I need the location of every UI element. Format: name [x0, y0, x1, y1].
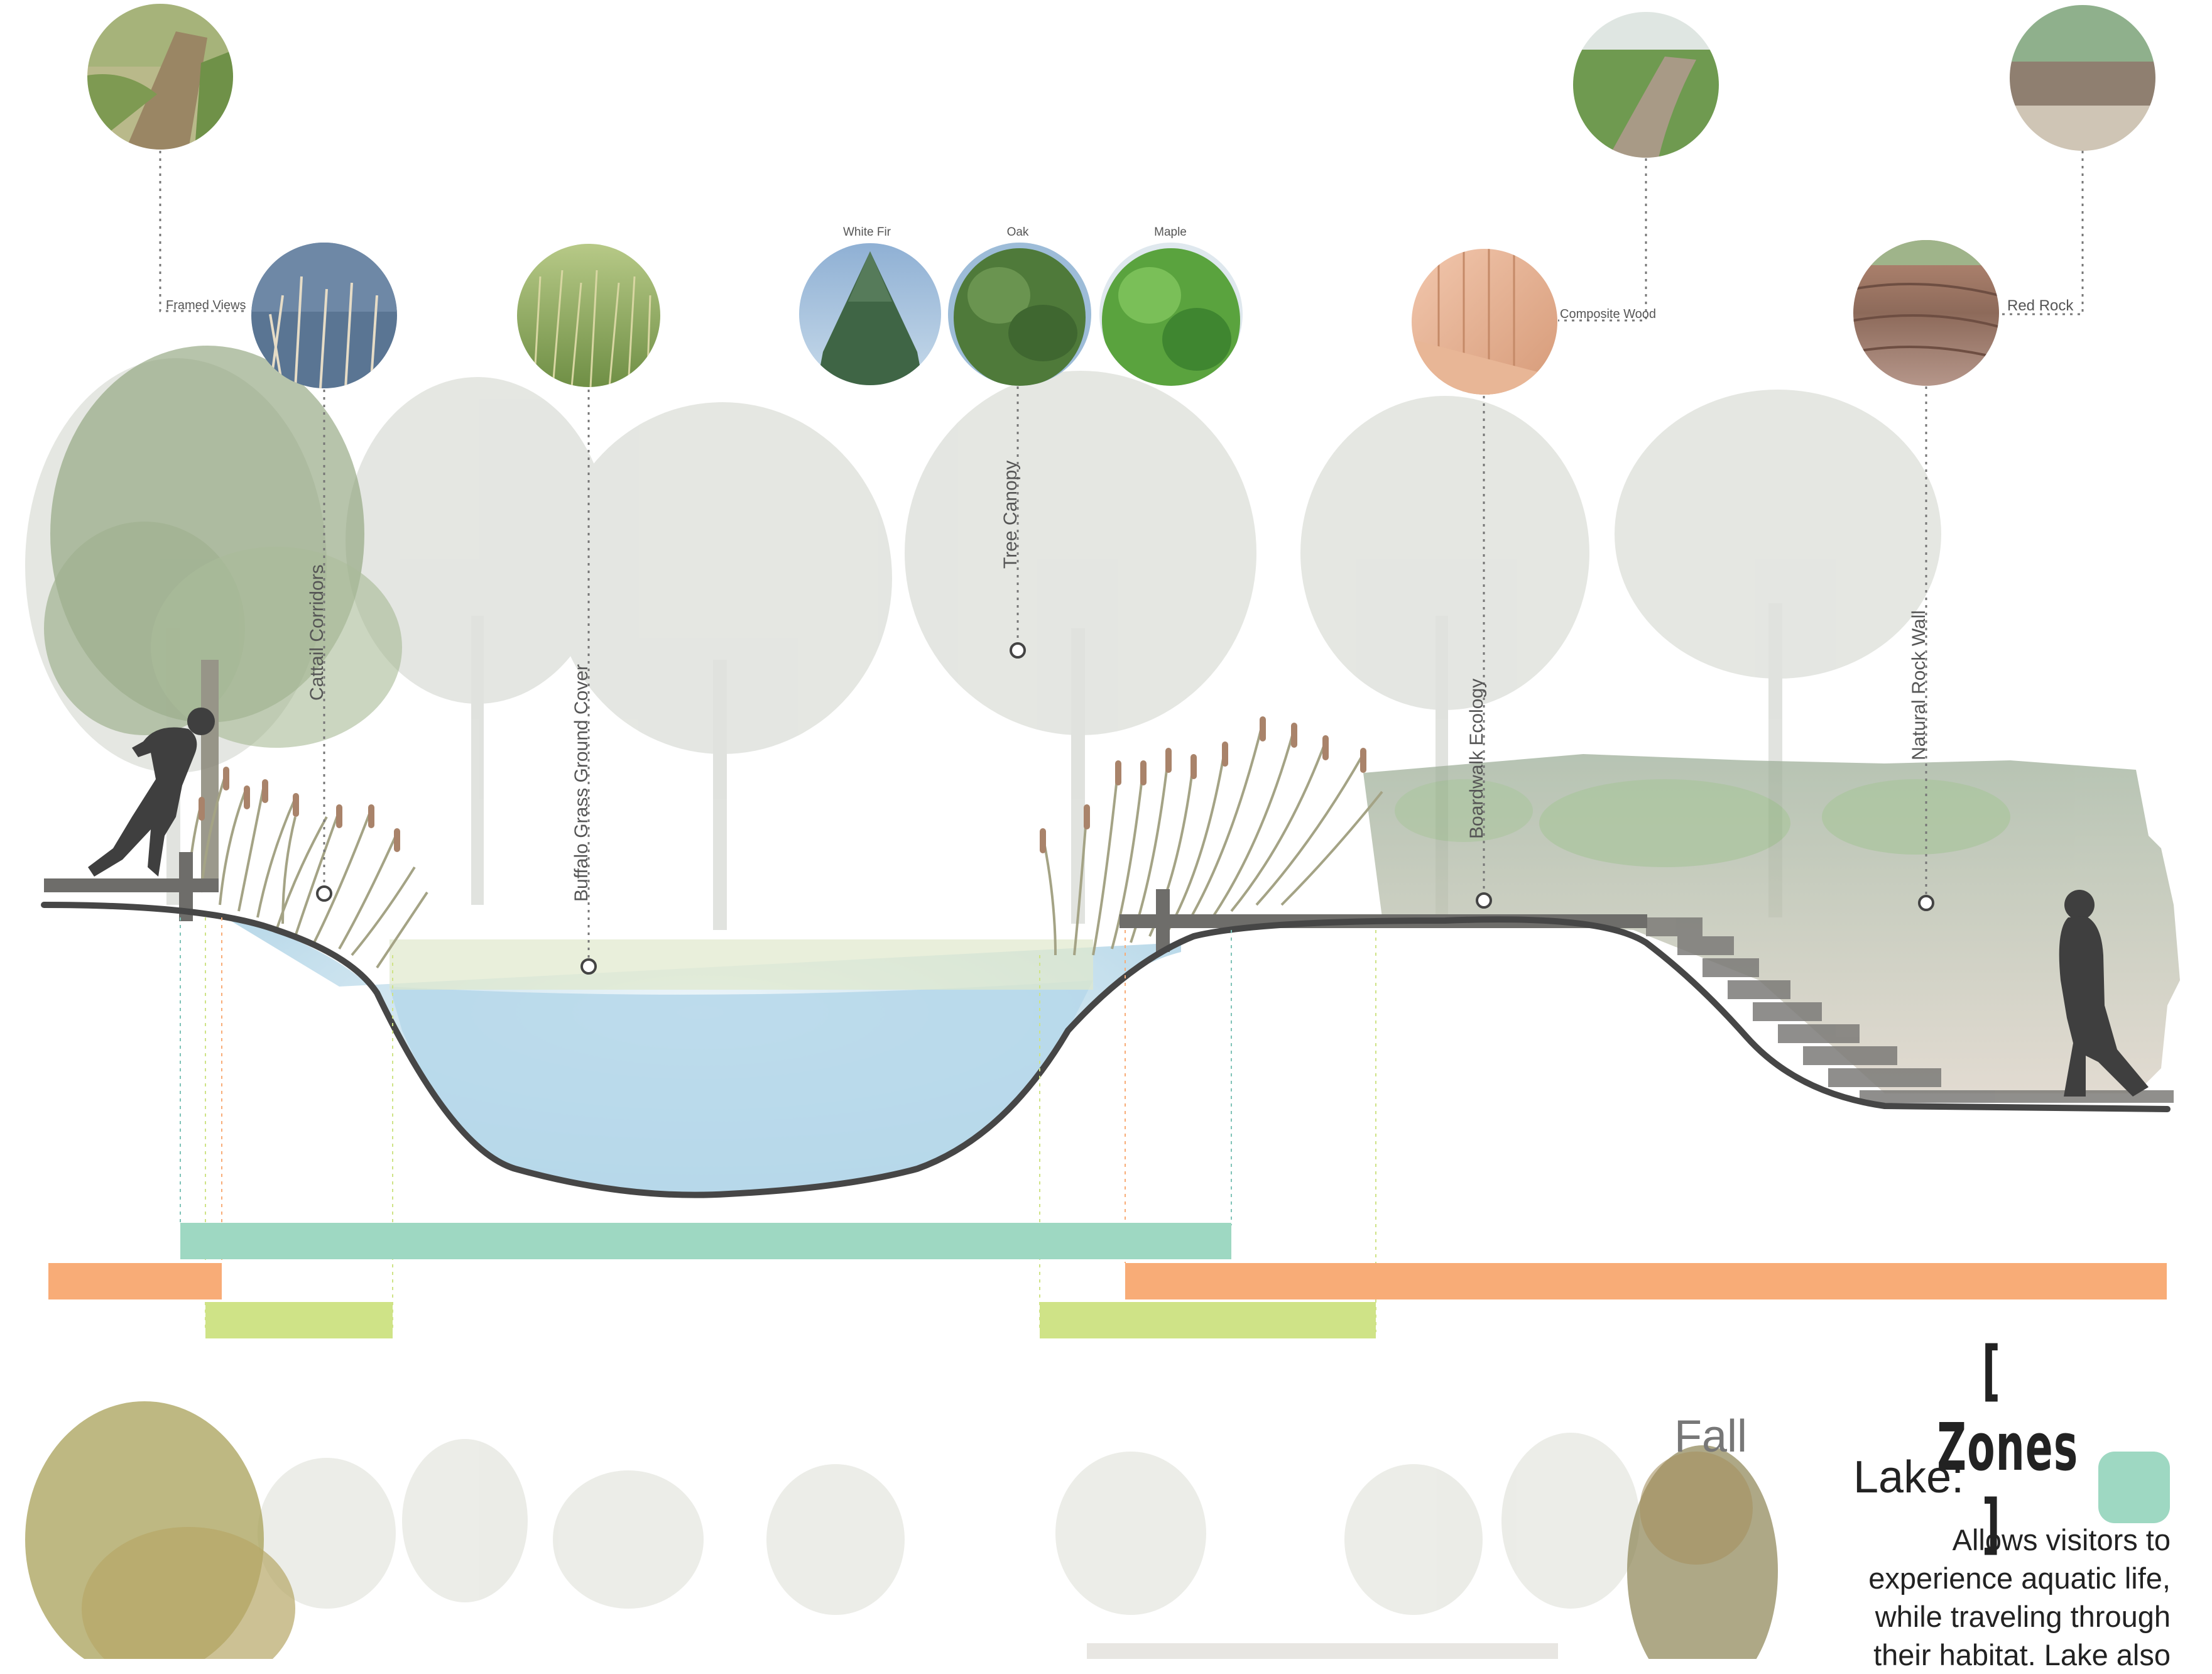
lake-zone-swatch — [2098, 1452, 2170, 1523]
lake-zone-heading: Lake: — [1853, 1452, 1964, 1502]
green-zone-bar-left — [205, 1302, 393, 1338]
label-maple: Maple — [1154, 226, 1187, 239]
left-dock — [44, 852, 219, 921]
photo-red-rock — [1853, 240, 1999, 386]
stairs — [1646, 917, 2174, 1103]
callout-buffalo-grass: Buffalo Grass Ground Cover — [571, 664, 592, 902]
green-zone-bar-right — [1040, 1302, 1376, 1338]
callout-tree-canopy: Tree Canopy — [1000, 461, 1021, 569]
water-surface — [390, 980, 1093, 1195]
photo-maple — [1099, 243, 1243, 386]
lake-desc-line: experience aquatic life, — [1868, 1562, 2171, 1595]
ground-profile-line — [41, 902, 2171, 1198]
lake-desc-line: Allows visitors to — [1952, 1523, 2171, 1556]
label-red-rock: Red Rock — [2007, 297, 2074, 314]
lake-desc-line: while traveling through — [1875, 1600, 2171, 1633]
foreground-tree-left — [44, 346, 402, 886]
label-composite-wood: Composite Wood — [1560, 307, 1656, 321]
photo-white-fir — [799, 243, 941, 385]
photo-natural-rock — [2010, 5, 2155, 151]
photo-composite-wood — [1412, 249, 1557, 395]
label-framed-views: Framed Views — [166, 298, 246, 312]
lake-zone-description: Allows visitors to experience aquatic li… — [1822, 1521, 2171, 1674]
callout-natural-rock-wall: Natural Rock Wall — [1909, 610, 1929, 760]
lake-zone-bar — [180, 1223, 1231, 1259]
label-oak: Oak — [1007, 226, 1029, 239]
lake-desc-line: their habitat. Lake also — [1873, 1638, 2171, 1671]
label-white-fir: White Fir — [843, 226, 891, 239]
callout-dots — [316, 642, 1934, 975]
zone-guide-lines — [180, 917, 1376, 1332]
rock-wall — [1363, 754, 2180, 1093]
leader-lines — [159, 151, 2084, 966]
fall-section-background — [25, 1401, 1778, 1659]
grass-band — [390, 939, 1093, 990]
season-label: Fall — [1674, 1411, 1748, 1462]
photo-oak — [948, 243, 1091, 386]
photo-cattail — [251, 243, 397, 388]
photo-boardwalk — [1573, 12, 1719, 158]
person-silhouette-right — [2059, 890, 2149, 1097]
zones-title: [ Zones ] — [1937, 1332, 2079, 1562]
orange-zone-bar-left — [48, 1263, 222, 1299]
callout-cattail-corridors: Cattail Corridors — [307, 564, 327, 701]
orange-zone-bar-right — [1125, 1263, 2167, 1299]
cattail-heads-left — [199, 767, 400, 852]
person-silhouette-left — [88, 708, 215, 877]
cattail-heads-right — [1040, 716, 1366, 853]
photo-framed-views — [87, 4, 233, 150]
callout-boardwalk-ecology: Boardwalk Ecology — [1466, 679, 1487, 839]
photo-buffalo-grass — [517, 244, 660, 387]
cattails-left — [187, 772, 428, 969]
